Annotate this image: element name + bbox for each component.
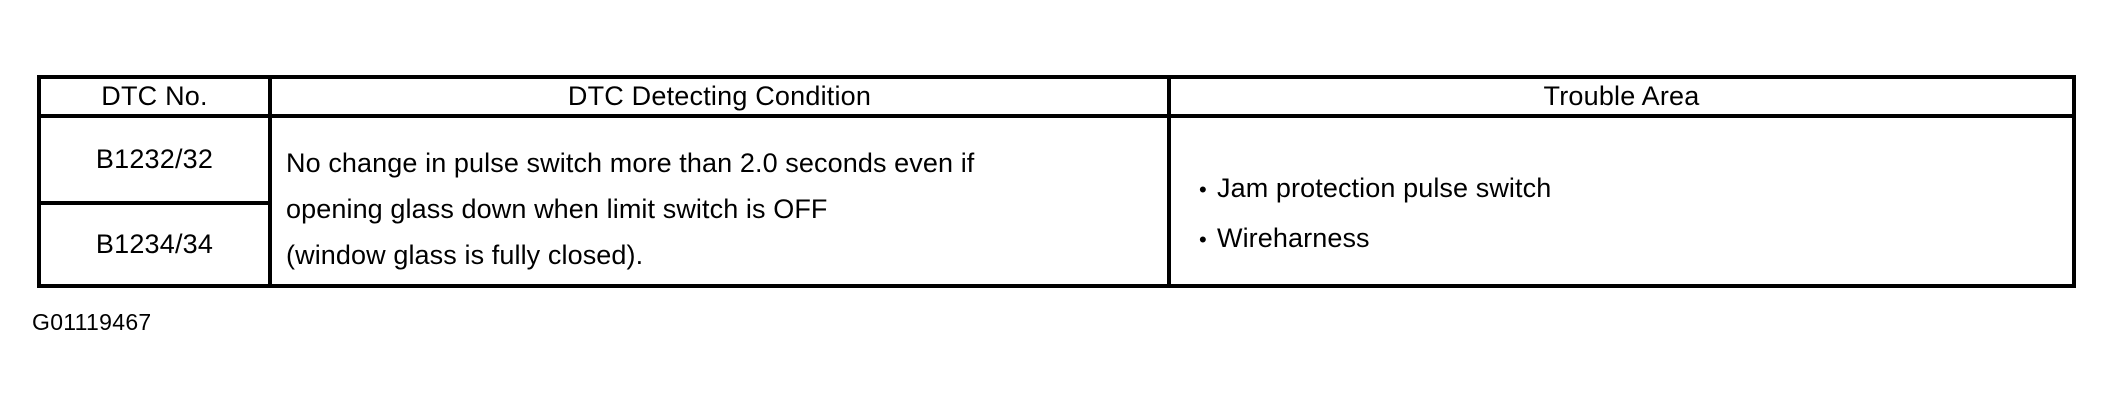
table-body-row: B1232/32 B1234/34 No change in pulse swi…	[41, 118, 2072, 284]
table-header-row: DTC No. DTC Detecting Condition Trouble …	[41, 79, 2072, 118]
column-header-trouble-area: Trouble Area	[1543, 81, 1700, 111]
trouble-area-item-2: • Wireharness	[1199, 214, 2072, 264]
condition-line-2: opening glass down when limit switch is …	[286, 194, 828, 224]
figure-caption: G01119467	[32, 309, 152, 335]
dtc-detecting-condition-cell: No change in pulse switch more than 2.0 …	[272, 118, 1171, 284]
bullet-icon: •	[1199, 177, 1207, 202]
dtc-code-2: B1234/34	[95, 229, 214, 259]
column-header-dtc-no: DTC No.	[41, 79, 272, 114]
condition-line-1: No change in pulse switch more than 2.0 …	[286, 148, 975, 178]
dtc-table: DTC No. DTC Detecting Condition Trouble …	[37, 75, 2076, 288]
trouble-area-cell: • Jam protection pulse switch • Wireharn…	[1171, 118, 2072, 284]
dtc-code-1: B1232/32	[41, 118, 268, 205]
condition-line-3: (window glass is fully closed).	[286, 240, 644, 270]
trouble-area-item-1: • Jam protection pulse switch	[1199, 164, 2072, 214]
trouble-area-item-2-label: Wireharness	[1217, 223, 1370, 253]
dtc-no-cell: B1232/32 B1234/34	[41, 118, 272, 284]
bullet-icon: •	[1199, 227, 1207, 252]
trouble-area-item-1-label: Jam protection pulse switch	[1217, 173, 1552, 203]
column-header-dtc-detecting-condition: DTC Detecting Condition	[272, 79, 1171, 114]
